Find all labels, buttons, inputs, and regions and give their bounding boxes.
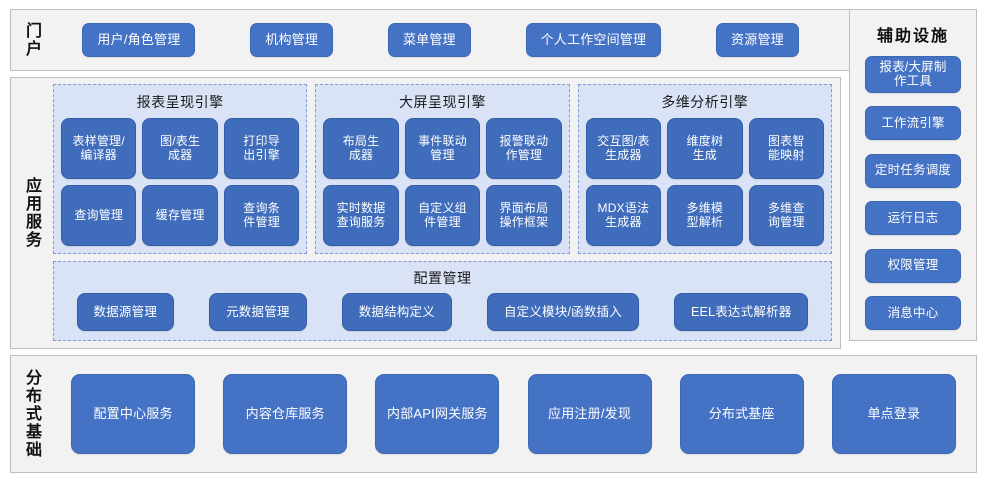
config-management-group: 配置管理 数据源管理 元数据管理 数据结构定义 自定义模块/函数插入 EEL表达…	[53, 261, 832, 341]
portal-item-resource-management[interactable]: 资源管理	[716, 23, 799, 57]
dist-item-config-center-service[interactable]: 配置中心服务	[71, 374, 196, 454]
portal-item-menu-management[interactable]: 菜单管理	[387, 23, 471, 57]
engine-item-realtime-data-query-service[interactable]: 实时数据 查询服务	[323, 185, 399, 246]
application-service-body: 报表呈现引擎 表样管理/ 编译器 图/表生 成器 打印导 出引擎 查询管理 缓存…	[51, 78, 840, 348]
aux-item-report-dashboard-authoring-tool[interactable]: 报表/大屏制 作工具	[865, 56, 961, 93]
engine-report-rendering-items: 表样管理/ 编译器 图/表生 成器 打印导 出引擎 查询管理 缓存管理 查询条 …	[61, 118, 300, 246]
config-item-data-structure-definition[interactable]: 数据结构定义	[341, 293, 452, 331]
application-service-row: 应用服务 报表呈现引擎 表样管理/ 编译器 图/表生 成器 打印导 出引擎 查询…	[10, 77, 977, 349]
portal-label-text: 门户	[22, 22, 40, 58]
portal-section-label: 门户	[11, 10, 51, 70]
config-item-metadata-management[interactable]: 元数据管理	[209, 293, 307, 331]
config-item-custom-module-function-insertion[interactable]: 自定义模块/函数插入	[486, 293, 639, 331]
engine-item-multidimensional-model-parsing[interactable]: 多维模 型解析	[667, 185, 743, 246]
engine-item-interactive-chart-table-generator[interactable]: 交互图/表 生成器	[585, 118, 662, 179]
engine-dashboard-rendering-title: 大屏呈现引擎	[398, 94, 486, 110]
aux-item-permission-management[interactable]: 权限管理	[865, 248, 961, 283]
engine-item-chart-smart-mapping[interactable]: 图表智 能映射	[748, 118, 824, 179]
engine-item-mdx-syntax-generator[interactable]: MDX语法 生成器	[585, 185, 662, 246]
distributed-foundation-section-label: 分布式基础	[11, 356, 51, 472]
engine-item-custom-component-management[interactable]: 自定义组 件管理	[404, 185, 481, 246]
aux-item-message-center[interactable]: 消息中心	[865, 295, 961, 330]
config-management-title: 配置管理	[413, 270, 472, 286]
dist-item-content-repository-service[interactable]: 内容仓库服务	[223, 374, 348, 454]
engine-multidimensional-analysis-title: 多维分析引擎	[661, 94, 749, 110]
config-management-items: 数据源管理 元数据管理 数据结构定义 自定义模块/函数插入 EEL表达式解析器	[64, 293, 821, 331]
engine-item-ui-layout-operation-framework[interactable]: 界面布局 操作框架	[486, 185, 562, 246]
engine-item-event-linkage-management[interactable]: 事件联动 管理	[404, 118, 481, 179]
config-item-eel-expression-parser[interactable]: EEL表达式解析器	[674, 293, 809, 331]
application-service-section: 应用服务 报表呈现引擎 表样管理/ 编译器 图/表生 成器 打印导 出引擎 查询…	[10, 77, 841, 349]
distributed-foundation-row: 分布式基础 配置中心服务 内容仓库服务 内部API网关服务 应用注册/发现 分布…	[10, 355, 977, 473]
engine-report-rendering-title: 报表呈现引擎	[136, 94, 224, 110]
dist-item-distributed-base[interactable]: 分布式基座	[679, 374, 804, 454]
config-item-datasource-management[interactable]: 数据源管理	[76, 293, 175, 331]
portal-section: 门户 用户/角色管理 机构管理 菜单管理 个人工作空间管理 资源管理 自助分析	[10, 9, 977, 71]
portal-item-org-management[interactable]: 机构管理	[250, 23, 334, 57]
distributed-foundation-item-list: 配置中心服务 内容仓库服务 内部API网关服务 应用注册/发现 分布式基座 单点…	[51, 356, 976, 472]
distributed-foundation-section: 分布式基础 配置中心服务 内容仓库服务 内部API网关服务 应用注册/发现 分布…	[10, 355, 977, 473]
engine-item-layout-generator[interactable]: 布局生 成器	[323, 118, 399, 179]
application-service-label-text: 应用服务	[22, 177, 40, 249]
auxiliary-section-label: 辅助设施	[876, 28, 949, 45]
auxiliary-item-list: 报表/大屏制 作工具 工作流引擎 定时任务调度 运行日志 权限管理 消息中心	[850, 56, 976, 334]
portal-item-list: 用户/角色管理 机构管理 菜单管理 个人工作空间管理 资源管理 自助分析	[51, 10, 968, 70]
portal-item-personal-workspace-management[interactable]: 个人工作空间管理	[525, 23, 662, 57]
engine-item-dimension-tree-generation[interactable]: 维度树 生成	[667, 118, 743, 179]
engine-multidimensional-analysis: 多维分析引擎 交互图/表 生成器 维度树 生成 图表智 能映射 MDX语法 生成…	[577, 84, 832, 254]
engine-item-alarm-linkage-action-management[interactable]: 报警联动 作管理	[486, 118, 562, 179]
dist-item-single-sign-on[interactable]: 单点登录	[831, 374, 956, 454]
engine-dashboard-rendering: 大屏呈现引擎 布局生 成器 事件联动 管理 报警联动 作管理 实时数据 查询服务…	[315, 84, 570, 254]
engine-dashboard-rendering-items: 布局生 成器 事件联动 管理 报警联动 作管理 实时数据 查询服务 自定义组 件…	[323, 118, 562, 246]
portal-item-user-role-management[interactable]: 用户/角色管理	[82, 23, 196, 57]
aux-item-runtime-log[interactable]: 运行日志	[865, 201, 961, 236]
aux-item-workflow-engine[interactable]: 工作流引擎	[865, 106, 961, 141]
engine-item-print-export-engine[interactable]: 打印导 出引擎	[223, 118, 300, 179]
engine-item-template-management-compiler[interactable]: 表样管理/ 编译器	[61, 118, 137, 179]
dist-item-internal-api-gateway-service[interactable]: 内部API网关服务	[375, 374, 500, 454]
auxiliary-section: 辅助设施 报表/大屏制 作工具 工作流引擎 定时任务调度 运行日志 权限管理 消…	[849, 9, 977, 341]
engine-item-multidimensional-query-management[interactable]: 多维查 询管理	[748, 185, 824, 246]
dist-item-app-registration-discovery[interactable]: 应用注册/发现	[527, 374, 652, 454]
engine-group-list: 报表呈现引擎 表样管理/ 编译器 图/表生 成器 打印导 出引擎 查询管理 缓存…	[53, 84, 832, 254]
engine-multidimensional-analysis-items: 交互图/表 生成器 维度树 生成 图表智 能映射 MDX语法 生成器 多维模 型…	[585, 118, 824, 246]
engine-item-query-condition-management[interactable]: 查询条 件管理	[223, 185, 300, 246]
application-service-section-label: 应用服务	[11, 78, 51, 348]
engine-item-chart-table-generator[interactable]: 图/表生 成器	[142, 118, 218, 179]
engine-item-query-management[interactable]: 查询管理	[61, 185, 137, 246]
aux-item-scheduled-task-scheduler[interactable]: 定时任务调度	[865, 153, 961, 188]
engine-report-rendering: 报表呈现引擎 表样管理/ 编译器 图/表生 成器 打印导 出引擎 查询管理 缓存…	[53, 84, 308, 254]
distributed-foundation-label-text: 分布式基础	[22, 369, 40, 459]
portal-row: 门户 用户/角色管理 机构管理 菜单管理 个人工作空间管理 资源管理 自助分析	[10, 9, 977, 71]
engine-item-cache-management[interactable]: 缓存管理	[142, 185, 218, 246]
